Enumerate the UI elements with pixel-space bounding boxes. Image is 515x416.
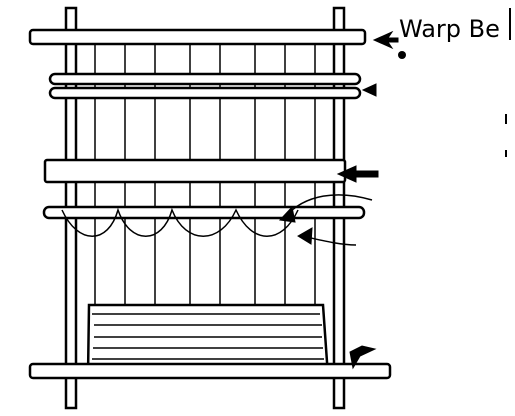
lease-rod-upper	[48, 72, 362, 86]
warp-beam-arrow	[372, 30, 399, 50]
warp-beam	[28, 28, 367, 46]
lease-rod-arrow	[361, 83, 377, 97]
lease-rod-lower	[48, 86, 362, 100]
heddle-loops	[61, 207, 299, 237]
cloth-beam	[28, 362, 392, 380]
heddle-rod	[42, 205, 366, 220]
warp-beam-label: Warp Be	[399, 15, 500, 43]
cloth-beam-arrow	[349, 345, 377, 370]
shed-stick-arrow	[336, 165, 379, 183]
heddle-rod-arrow-tip	[278, 205, 296, 223]
shed-stick	[43, 158, 347, 184]
stray-mark	[398, 51, 406, 59]
arrows	[278, 30, 399, 370]
heddle-loop-arrow-tip	[297, 227, 313, 245]
